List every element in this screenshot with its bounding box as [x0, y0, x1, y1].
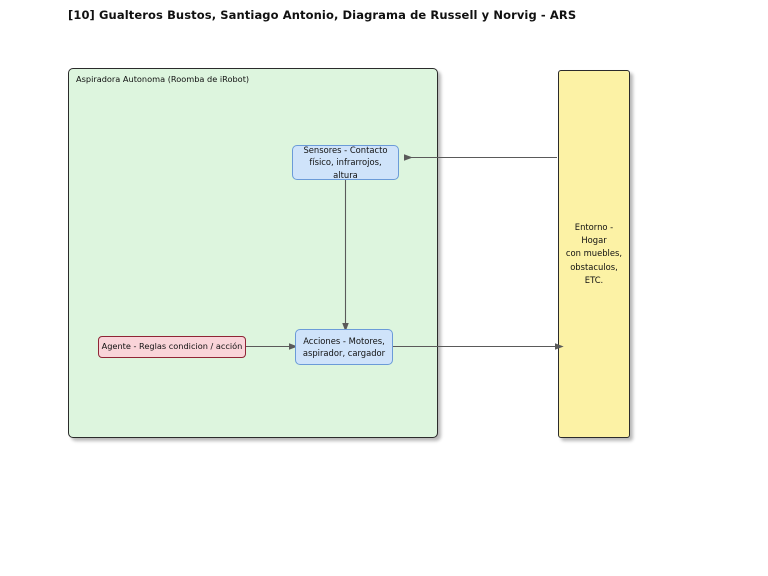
node-actions-line-1: Acciones - Motores, [303, 335, 385, 346]
environment-line-3: obstaculos, [570, 261, 618, 272]
node-actions-line-2: aspirador, cargador [302, 348, 386, 358]
node-agent-rules-label: Agente - Reglas condicion / acción [101, 341, 243, 352]
node-sensors[interactable]: Sensores - Contacto físico, infrarrojos,… [292, 145, 399, 180]
node-sensors-line-1: Sensores - Contacto [303, 145, 388, 156]
environment-box[interactable]: Entorno - Hogar con muebles, obstaculos,… [558, 70, 630, 438]
environment-line-2: con muebles, [565, 248, 623, 259]
agent-container-label: Aspiradora Autonoma (Roomba de iRobot) [76, 74, 250, 84]
environment-line-4: ETC. [584, 274, 604, 285]
environment-line-1: Entorno - Hogar [574, 222, 614, 246]
page-title: [10] Gualteros Bustos, Santiago Antonio,… [68, 8, 577, 22]
node-sensors-line-2: físico, infrarrojos, altura [309, 157, 382, 180]
node-actions[interactable]: Acciones - Motores, aspirador, cargador [295, 329, 393, 365]
agent-container-box[interactable]: Aspiradora Autonoma (Roomba de iRobot) [68, 68, 438, 438]
node-agent-rules[interactable]: Agente - Reglas condicion / acción [98, 336, 246, 358]
node-sensors-label: Sensores - Contacto físico, infrarrojos,… [293, 144, 398, 181]
node-actions-label: Acciones - Motores, aspirador, cargador [299, 335, 389, 359]
environment-label: Entorno - Hogar con muebles, obstaculos,… [559, 221, 629, 286]
